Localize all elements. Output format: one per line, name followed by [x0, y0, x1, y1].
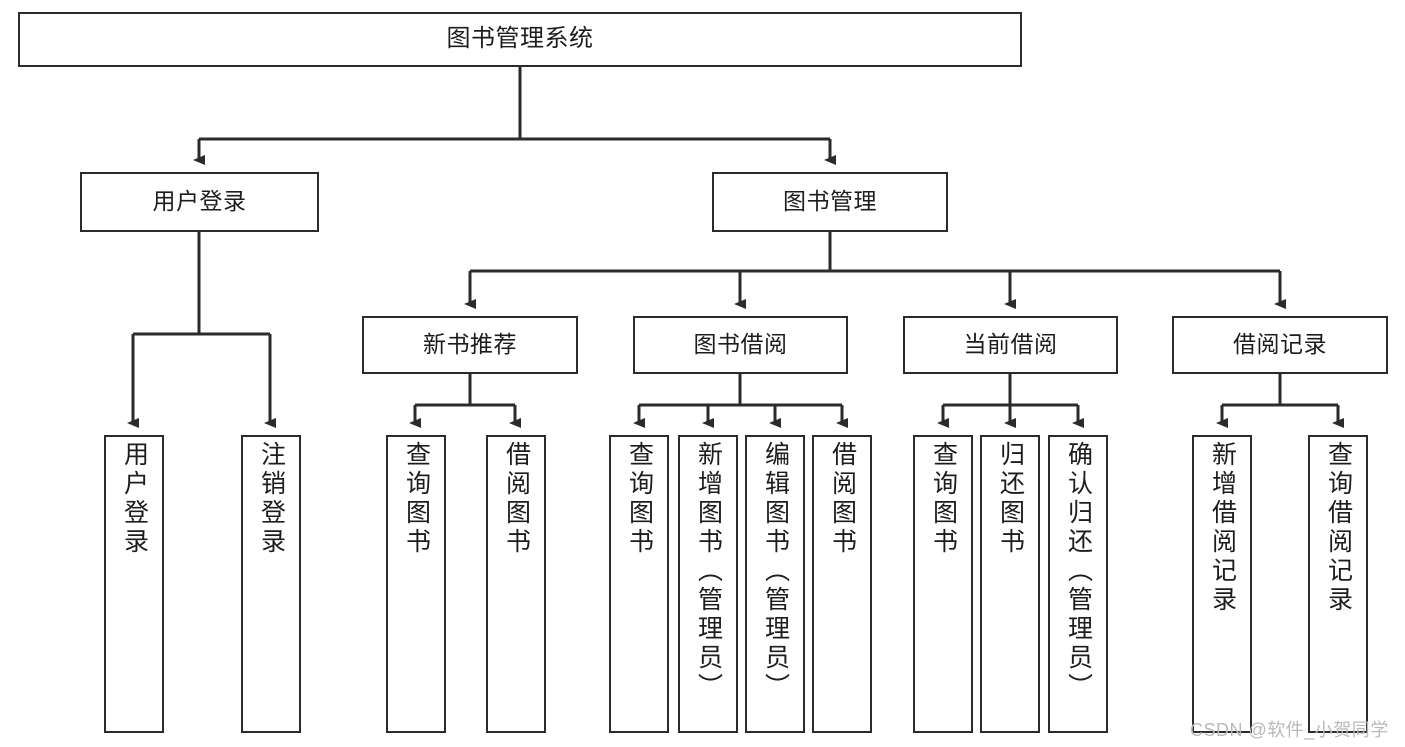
- node-label: 借阅图书: [828, 441, 857, 557]
- node-label: 借阅记录: [1233, 331, 1327, 358]
- csdn-watermark: CSDN @软件_小贺同学: [1190, 716, 1389, 742]
- leaf-new-book-borrow[interactable]: 借阅图书: [486, 435, 546, 733]
- watermark-text: CSDN @软件_小贺同学: [1190, 720, 1389, 740]
- node-label: 图书借阅: [693, 331, 788, 358]
- node-user-login[interactable]: 用户登录: [80, 172, 319, 232]
- leaf-borrow-record-query[interactable]: 查询借阅记录: [1308, 435, 1368, 733]
- node-label: 编辑图书（管理员）: [761, 441, 790, 702]
- node-label: 查询借阅记录: [1324, 441, 1353, 615]
- leaf-book-borrow-query[interactable]: 查询图书: [609, 435, 669, 733]
- leaf-book-borrow-borrow[interactable]: 借阅图书: [812, 435, 872, 733]
- node-root-system[interactable]: 图书管理系统: [18, 12, 1022, 67]
- leaf-borrow-record-add[interactable]: 新增借阅记录: [1192, 435, 1252, 733]
- node-current-borrow[interactable]: 当前借阅: [903, 316, 1118, 374]
- node-label: 注销登录: [257, 441, 286, 557]
- node-label: 用户登录: [120, 441, 149, 557]
- leaf-current-borrow-return[interactable]: 归还图书: [980, 435, 1040, 733]
- node-label: 用户登录: [152, 188, 247, 215]
- node-label: 新书推荐: [423, 331, 517, 358]
- node-label: 新增借阅记录: [1208, 441, 1237, 615]
- node-label: 查询图书: [625, 441, 654, 557]
- node-label: 查询图书: [402, 441, 431, 557]
- leaf-user-login-login[interactable]: 用户登录: [104, 435, 164, 733]
- leaf-book-borrow-edit[interactable]: 编辑图书（管理员）: [745, 435, 805, 733]
- leaf-book-borrow-add[interactable]: 新增图书（管理员）: [678, 435, 738, 733]
- node-label: 图书管理系统: [446, 25, 594, 53]
- node-label: 图书管理: [783, 188, 877, 215]
- node-label: 归还图书: [996, 441, 1025, 557]
- node-label: 借阅图书: [502, 441, 531, 557]
- node-label: 查询图书: [929, 441, 958, 557]
- node-label: 新增图书（管理员）: [694, 441, 723, 702]
- node-book-borrow[interactable]: 图书借阅: [633, 316, 848, 374]
- leaf-user-login-logout[interactable]: 注销登录: [241, 435, 301, 733]
- node-label: 当前借阅: [963, 331, 1058, 358]
- leaf-current-borrow-query[interactable]: 查询图书: [913, 435, 973, 733]
- node-book-management[interactable]: 图书管理: [712, 172, 948, 232]
- leaf-new-book-query[interactable]: 查询图书: [386, 435, 446, 733]
- node-label: 确认归还（管理员）: [1064, 441, 1093, 702]
- node-new-book-recommend[interactable]: 新书推荐: [362, 316, 578, 374]
- leaf-current-borrow-confirm-return[interactable]: 确认归还（管理员）: [1048, 435, 1108, 733]
- node-borrow-record[interactable]: 借阅记录: [1172, 316, 1388, 374]
